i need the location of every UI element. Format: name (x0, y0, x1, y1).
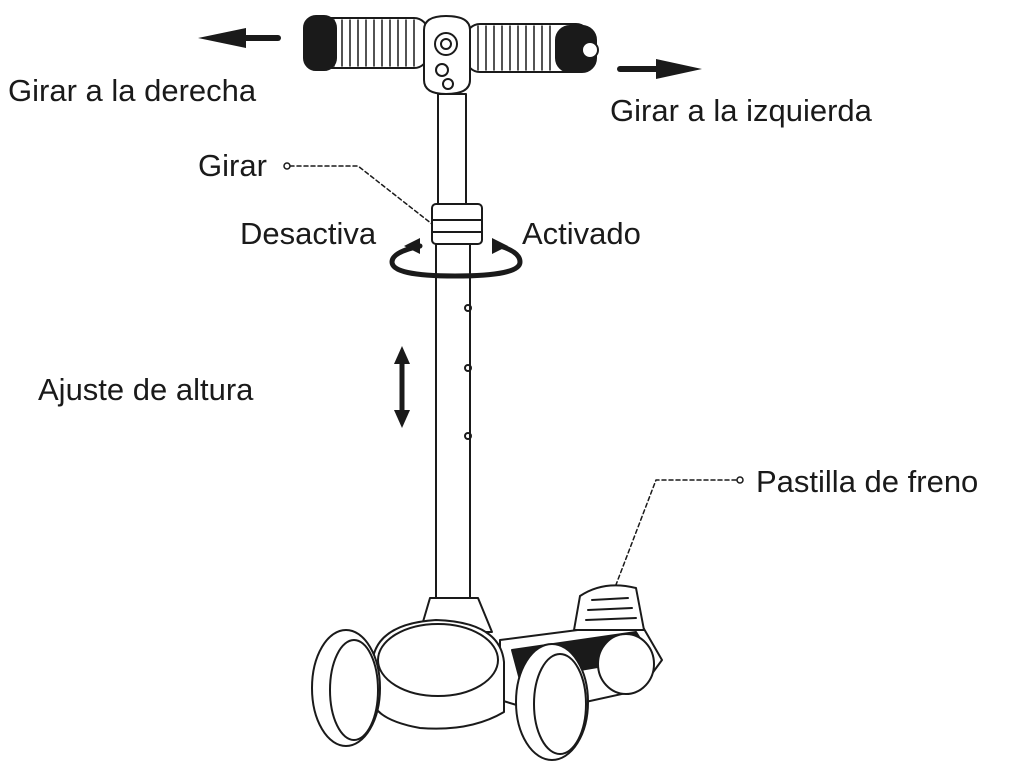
height-adjust-label: Ajuste de altura (38, 372, 254, 407)
rotation-arrows-icon (389, 238, 523, 279)
rotate-leader (289, 165, 433, 225)
arrow-right-icon (617, 59, 702, 79)
rotate-label: Girar (198, 148, 267, 183)
turn-right-label: Girar a la derecha (8, 73, 257, 108)
turn-left-label: Girar a la izquierda (610, 93, 872, 128)
deactivate-label: Desactiva (240, 216, 377, 251)
scooter-base (311, 584, 663, 761)
brake-leader (613, 479, 737, 591)
arrow-left-icon (198, 28, 281, 48)
brake-pad-label: Pastilla de freno (756, 464, 979, 499)
right-grip-ribs (477, 25, 551, 71)
handlebar (303, 15, 599, 95)
stem (431, 93, 483, 601)
height-arrow-icon (394, 346, 410, 428)
activated-label: Activado (522, 216, 641, 251)
